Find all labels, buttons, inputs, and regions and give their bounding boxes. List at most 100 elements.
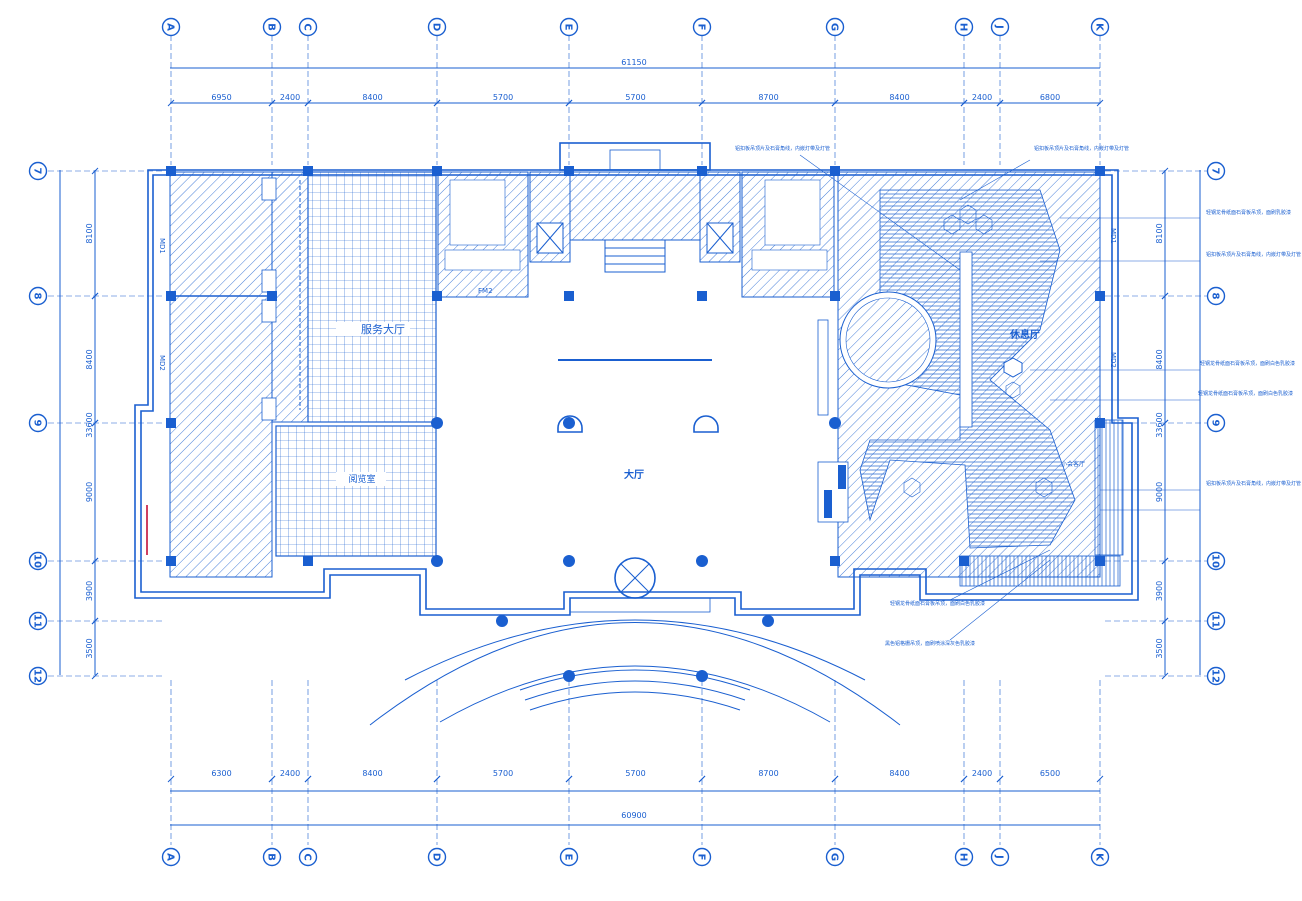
axis-right-11: 11	[1206, 611, 1226, 631]
axis-bottom-H-label: H	[958, 853, 969, 861]
column-round-5	[829, 417, 841, 429]
axis-bottom-F-label: F	[696, 854, 707, 861]
axis-right-7-label: 7	[1210, 168, 1221, 175]
dim-bottom-seg-1: 2400	[280, 769, 300, 778]
dim-top-seg-2: 8400	[362, 93, 382, 102]
dim-left-seg-4: 3500	[85, 638, 94, 658]
axis-right-10: 10	[1206, 551, 1226, 571]
axis-top-G: G	[825, 17, 845, 37]
axis-left-9-label: 9	[32, 420, 43, 427]
door-tag-md1-left: MD1	[158, 238, 166, 254]
column-square-13	[830, 166, 840, 176]
column-round-8	[563, 670, 575, 682]
note-9: 黑色铝格栅吊顶，面刷喷涂深灰色乳胶漆	[885, 640, 975, 647]
axis-top-K: K	[1090, 17, 1110, 37]
axis-right-8-label: 8	[1210, 293, 1221, 300]
columns	[166, 166, 1105, 682]
door-tag-md2-right: MD2	[1109, 352, 1117, 368]
column-round-7	[762, 615, 774, 627]
dim-top-seg-3: 5700	[493, 93, 513, 102]
axis-top-K-label: K	[1094, 23, 1105, 32]
room-service-hall: 服务大厅	[361, 322, 405, 336]
column-square-16	[1095, 291, 1105, 301]
dim-right-total: 33600	[1155, 412, 1164, 437]
note-6: 轻钢龙骨纸面石膏板吊顶，面刷白色乳胶漆	[1198, 390, 1293, 397]
column-square-1	[166, 291, 176, 301]
axis-left-9: 9	[28, 413, 48, 433]
axis-top-A: A	[161, 17, 181, 37]
axis-top-C: C	[298, 17, 318, 37]
column-square-0	[166, 166, 176, 176]
dim-right-seg-0: 8100	[1155, 223, 1164, 243]
axis-top-A-label: A	[165, 23, 176, 31]
axis-bottom-B-label: B	[266, 853, 277, 861]
dim-top-seg-6: 8400	[889, 93, 909, 102]
axis-bottom-G-label: G	[829, 853, 840, 861]
axis-bottom-J: J	[990, 847, 1010, 867]
column-square-8	[432, 291, 442, 301]
dim-bottom-seg-4: 5700	[625, 769, 645, 778]
dim-bottom-total: 60900	[621, 811, 646, 820]
dim-right-seg-3: 3900	[1155, 581, 1164, 601]
room-small: 小会客厅	[1061, 460, 1085, 468]
axis-bottom-B: B	[262, 847, 282, 867]
axis-right-12-label: 12	[1210, 669, 1221, 683]
axis-left-7: 7	[28, 161, 48, 181]
dim-left-seg-0: 8100	[85, 223, 94, 243]
dim-bottom-seg-7: 2400	[972, 769, 992, 778]
room-reading: 阅览室	[348, 473, 375, 485]
axis-right-8: 8	[1206, 286, 1226, 306]
column-square-10	[564, 291, 574, 301]
dim-bottom-seg-8: 6500	[1040, 769, 1060, 778]
axis-bottom-A: A	[161, 847, 181, 867]
axis-bottom-D: D	[427, 847, 447, 867]
column-square-20	[830, 556, 840, 566]
axis-bottom-J-label: J	[994, 854, 1005, 859]
dim-top-seg-5: 8700	[758, 93, 778, 102]
room-main-hall: 大厅	[624, 468, 644, 481]
dim-bottom-seg-0: 6300	[211, 769, 231, 778]
note-1: 铝扣板吊顶片及石膏角线，内嵌灯带及灯管	[735, 145, 830, 152]
door-tag-md2-left: MD2	[158, 355, 166, 371]
axis-bottom-C: C	[298, 847, 318, 867]
axis-top-H-label: H	[958, 23, 969, 31]
axis-right-9-label: 9	[1210, 420, 1221, 427]
axis-top-C-label: C	[302, 23, 313, 30]
dim-top-seg-4: 5700	[625, 93, 645, 102]
axis-bottom-A-label: A	[165, 853, 176, 861]
column-square-17	[1095, 418, 1105, 428]
column-round-6	[496, 615, 508, 627]
axis-bottom-K: K	[1090, 847, 1110, 867]
axis-bottom-E-label: E	[563, 854, 574, 861]
door-tag-fm: FM2	[478, 287, 493, 295]
dim-bottom-seg-3: 5700	[493, 769, 513, 778]
axis-top-E-label: E	[563, 24, 574, 31]
axis-top-F-label: F	[696, 24, 707, 31]
axis-bottom-F: F	[692, 847, 712, 867]
column-square-18	[1095, 556, 1105, 566]
axis-top-D-label: D	[431, 23, 442, 31]
axis-bottom-H: H	[954, 847, 974, 867]
axis-left-8: 8	[28, 286, 48, 306]
column-square-7	[432, 166, 442, 176]
room-lounge: 休息厅	[1009, 328, 1040, 341]
column-round-9	[696, 670, 708, 682]
axis-top-D: D	[427, 17, 447, 37]
column-square-5	[303, 166, 313, 176]
note-2: 铝扣板吊顶片及石膏角线，内嵌灯带及灯管	[1034, 145, 1129, 152]
column-square-12	[697, 291, 707, 301]
dim-bottom-seg-6: 8400	[889, 769, 909, 778]
axis-right-10-label: 10	[1210, 554, 1221, 568]
note-5: 轻钢龙骨纸面石膏板吊顶，面刷白色乳胶漆	[1200, 360, 1295, 367]
axis-bubbles-right: 7 8 9 10 11 12	[1206, 161, 1226, 686]
column-square-14	[830, 291, 840, 301]
building	[134, 142, 1139, 726]
dim-top-seg-8: 6800	[1040, 93, 1060, 102]
axis-top-G-label: G	[829, 23, 840, 31]
axis-bottom-D-label: D	[431, 853, 442, 861]
